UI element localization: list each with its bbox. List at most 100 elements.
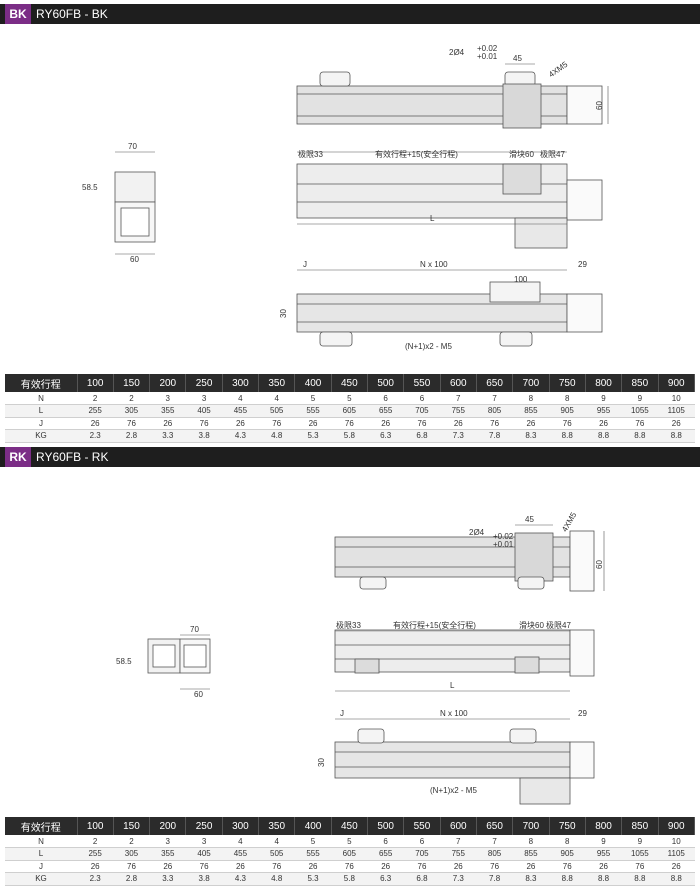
- front-view: 极限33 有效行程+15(安全行程) 滑块60 极限47 L: [334, 620, 595, 692]
- column-header: 400: [294, 817, 332, 835]
- table-cell: 8.8: [549, 872, 586, 886]
- section-bk: BK RY60FB - BK 60 2Ø4 +0.02 +0.01 45 4XM…: [0, 4, 700, 443]
- table-cell: 6.3: [367, 872, 404, 886]
- table-cell: 6: [403, 835, 441, 848]
- table-cell: 76: [113, 860, 150, 873]
- table-cell: 6: [367, 392, 404, 405]
- row-header-stroke: 有效行程: [5, 817, 78, 835]
- table-cell: 5: [331, 835, 368, 848]
- table-cell: 7.8: [476, 429, 513, 443]
- table-cell: 555: [294, 847, 332, 861]
- column-header: 750: [549, 817, 586, 835]
- technical-drawing: 2Ø4 +0.02 +0.01 45 4XM5 60 70 58.5 60: [0, 467, 700, 813]
- bottom-view: J N x 100 100 29 30 (N+1)x2 - M5: [279, 260, 603, 351]
- table-cell: 26: [585, 417, 622, 430]
- column-header: 100: [77, 374, 114, 392]
- table-cell: 405: [185, 404, 223, 418]
- table-cell: 4.8: [258, 872, 295, 886]
- dim-70: 70: [128, 142, 137, 151]
- table-cell: 1055: [621, 847, 658, 861]
- dim-J: J: [303, 260, 307, 269]
- table-cell: 76: [185, 417, 223, 430]
- table-cell: 855: [512, 847, 550, 861]
- table-cell: 955: [585, 404, 622, 418]
- table-cell: 405: [185, 847, 223, 861]
- dim-tol-plus: +0.02: [493, 532, 514, 541]
- table-cell: 76: [549, 417, 586, 430]
- table-cell: 4: [258, 392, 295, 405]
- column-header: 400: [294, 374, 332, 392]
- table-cell: 755: [440, 847, 477, 861]
- table-cell: 905: [549, 404, 586, 418]
- table-cell: 3: [185, 392, 223, 405]
- top-view: 60 2Ø4 +0.02 +0.01 45 4XM5: [296, 44, 609, 129]
- table-cell: 2: [113, 835, 150, 848]
- table-cell: 3: [185, 835, 223, 848]
- dim-29: 29: [578, 260, 587, 269]
- column-header: 650: [476, 374, 514, 392]
- dim-tol-plus: +0.02: [477, 44, 498, 53]
- dim-holes: (N+1)x2 - M5: [430, 786, 477, 795]
- column-header: 800: [585, 374, 623, 392]
- column-header: 550: [403, 374, 441, 392]
- column-header: 250: [185, 817, 223, 835]
- dim-stroke: 有效行程+15(安全行程): [375, 149, 458, 159]
- table-cell: 455: [222, 404, 259, 418]
- table-cell: 26: [585, 860, 622, 873]
- dim-4xm5: 4XM5: [547, 60, 570, 80]
- dim-45: 45: [525, 515, 534, 524]
- table-cell: 76: [403, 860, 441, 873]
- table-cell: 355: [149, 847, 186, 861]
- table-cell: 8.8: [658, 872, 695, 886]
- table-cell: 5.3: [294, 429, 332, 443]
- table-cell: 4.3: [222, 429, 259, 443]
- end-view: 70 58.5 60: [116, 625, 211, 699]
- table-cell: 76: [185, 860, 223, 873]
- dim-lim47: 极限47: [546, 620, 571, 630]
- table-cell: 76: [549, 860, 586, 873]
- model-badge: RK: [5, 447, 31, 467]
- table-cell: 9: [585, 392, 622, 405]
- table-cell: 26: [512, 417, 550, 430]
- row-label: N: [5, 392, 77, 405]
- column-header: 900: [658, 817, 695, 835]
- dim-n100: N x 100: [420, 260, 448, 269]
- table-cell: 5: [294, 392, 332, 405]
- table-cell: 2.8: [113, 872, 150, 886]
- dim-L: L: [450, 681, 455, 690]
- table-cell: 305: [113, 404, 150, 418]
- table-cell: 6: [367, 835, 404, 848]
- table-cell: 26: [149, 417, 186, 430]
- column-header: 500: [367, 374, 405, 392]
- dim-lim33: 极限33: [336, 620, 361, 630]
- table-cell: 605: [331, 404, 368, 418]
- table-cell: 26: [222, 417, 259, 430]
- row-label: J: [5, 417, 77, 430]
- front-view: 极限33 有效行程+15(安全行程) 滑块60 极限47 L: [296, 149, 603, 249]
- section-header: RK RY60FB - RK: [0, 447, 700, 467]
- dim-n100: N x 100: [440, 709, 468, 718]
- table-cell: 3.3: [149, 872, 186, 886]
- dim-L: L: [430, 214, 435, 223]
- table-cell: 76: [113, 417, 150, 430]
- table-cell: 2: [77, 392, 114, 405]
- table-cell: 26: [512, 860, 550, 873]
- table-cell: 9: [621, 835, 658, 848]
- table-cell: 955: [585, 847, 622, 861]
- table-cell: 2.3: [77, 429, 114, 443]
- table-cell: 6.8: [403, 872, 441, 886]
- table-cell: 705: [403, 847, 441, 861]
- dim-60: 60: [595, 101, 604, 110]
- dim-100: 100: [514, 275, 528, 284]
- table-cell: 6: [403, 392, 441, 405]
- model-badge: BK: [5, 4, 31, 24]
- table-cell: 255: [77, 404, 114, 418]
- dim-slider: 滑块60: [519, 620, 544, 630]
- column-header: 450: [331, 374, 369, 392]
- table-cell: 26: [149, 860, 186, 873]
- column-header: 350: [258, 817, 296, 835]
- table-cell: 655: [367, 404, 404, 418]
- column-header: 150: [113, 817, 151, 835]
